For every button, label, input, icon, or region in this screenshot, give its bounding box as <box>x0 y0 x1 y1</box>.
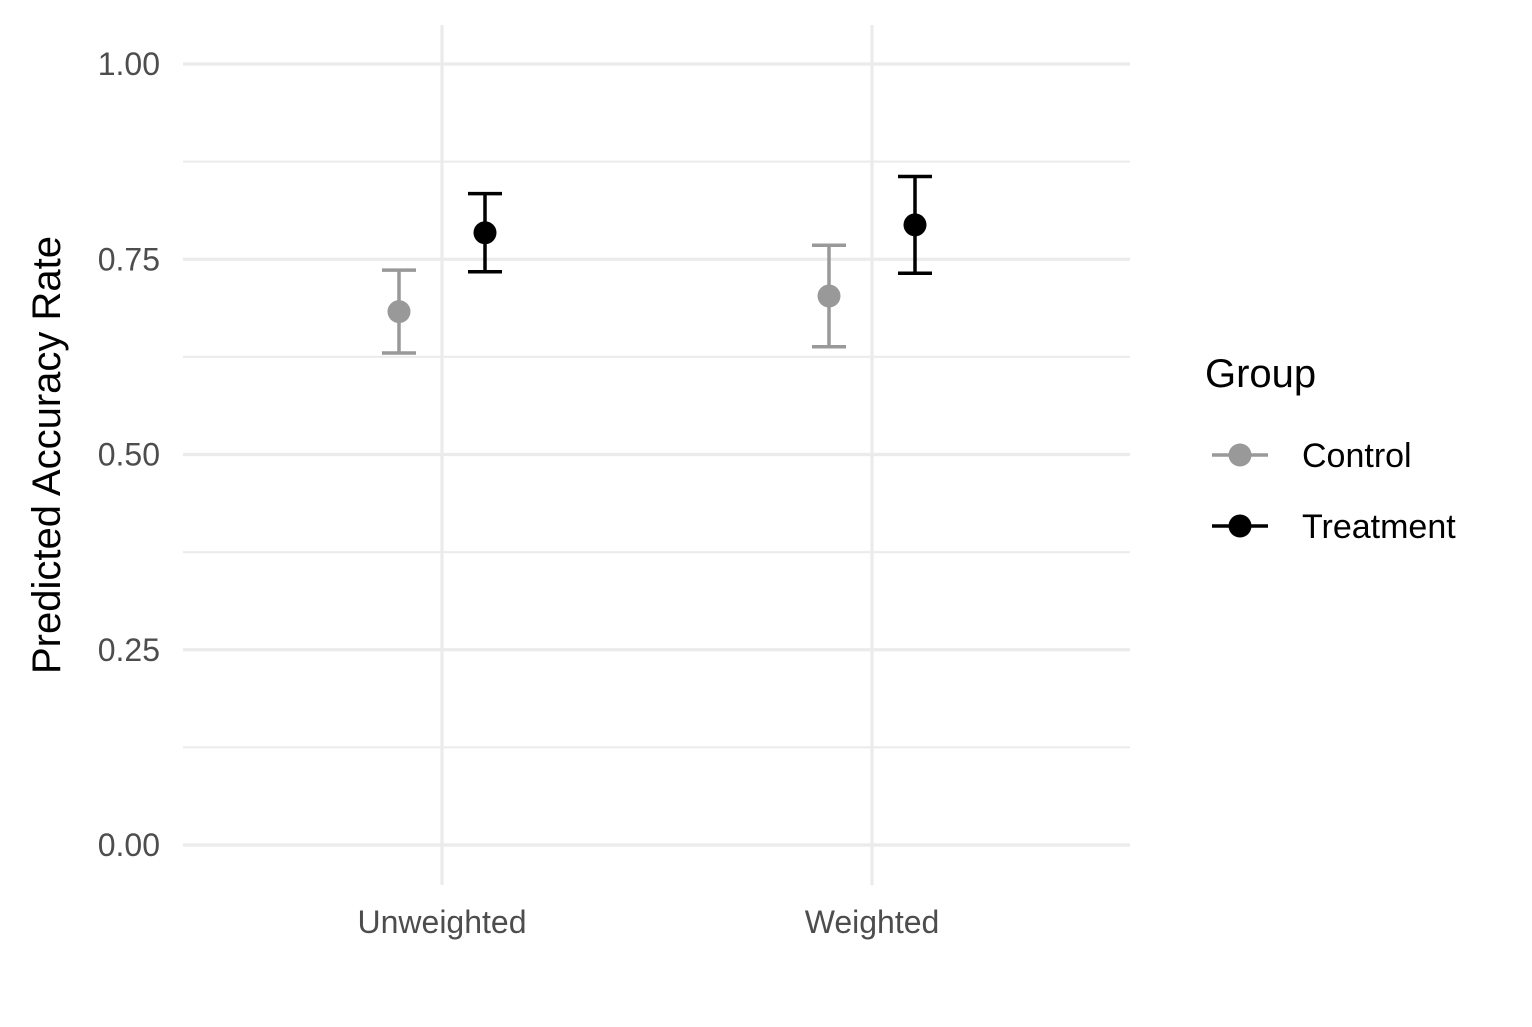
data-marks <box>382 174 932 355</box>
x-axis-ticks: Unweighted Weighted <box>358 904 940 940</box>
y-tick-label: 0.25 <box>98 632 160 668</box>
data-point <box>473 221 497 245</box>
data-point <box>903 213 927 237</box>
x-tick-label: Weighted <box>805 904 940 940</box>
legend-title: Group <box>1205 352 1316 396</box>
y-axis-ticks: 0.00 0.25 0.50 0.75 1.00 <box>98 46 160 863</box>
legend-label: Control <box>1302 437 1412 475</box>
y-tick-label: 0.75 <box>98 241 160 277</box>
grid <box>183 25 1130 885</box>
y-tick-label: 0.50 <box>98 437 160 473</box>
legend-label: Treatment <box>1302 508 1456 546</box>
y-tick-label: 0.00 <box>98 827 160 863</box>
data-point <box>387 300 411 324</box>
data-point <box>817 284 841 308</box>
legend-key-point <box>1228 514 1252 538</box>
x-tick-label: Unweighted <box>358 904 527 940</box>
legend-key-point <box>1228 443 1252 467</box>
y-axis-title: Predicted Accuracy Rate <box>25 236 69 674</box>
y-tick-label: 1.00 <box>98 46 160 82</box>
